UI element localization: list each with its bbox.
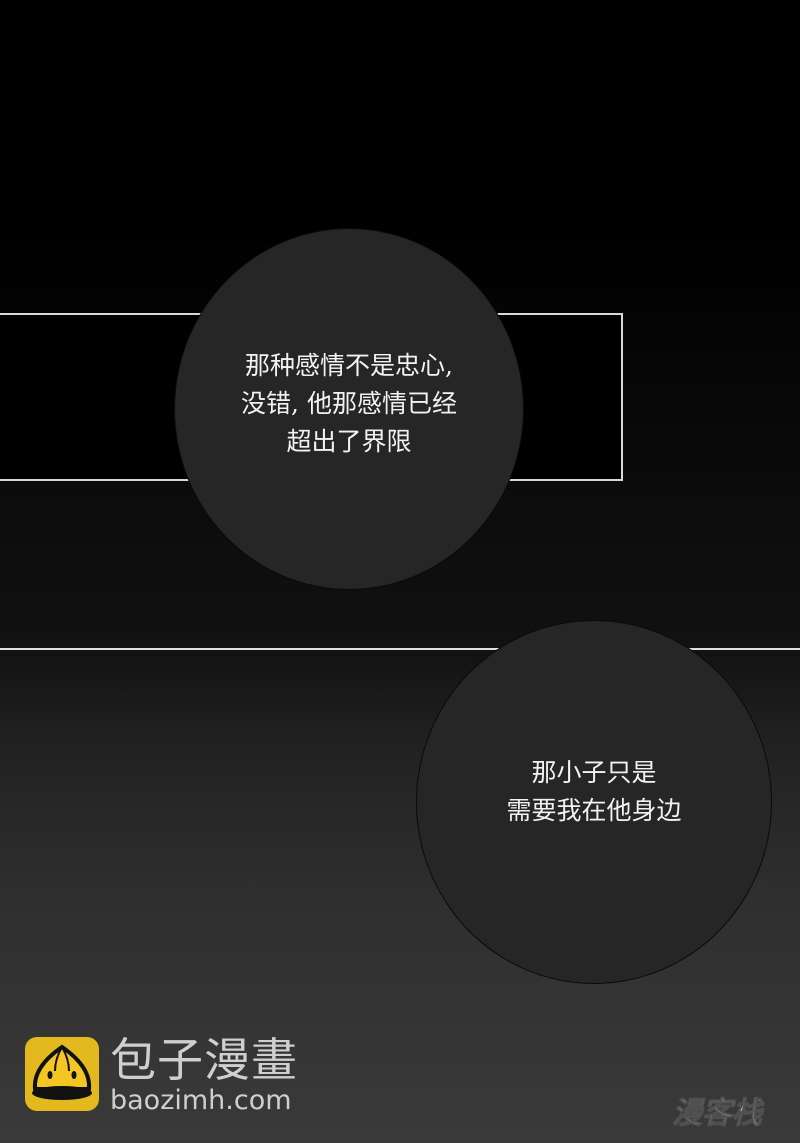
bubble-line: 超出了界限 [286, 427, 412, 456]
panel-divider [0, 648, 800, 650]
site-name: 包子漫畫 [110, 1033, 298, 1087]
site-brand: 包子漫畫 baozimh.com [110, 1032, 298, 1114]
bubble-line: 需要我在他身边 [506, 796, 682, 825]
site-url: baozimh.com [110, 1085, 292, 1116]
speech-bubble-1: 那种感情不是忠心, 没错, 他那感情已经 超出了界限 [174, 228, 524, 590]
bubble-line: 那小子只是 [531, 758, 657, 787]
baozi-logo-icon [25, 1037, 99, 1111]
publisher-watermark: 漫客栈 [672, 1096, 763, 1132]
bubble-line: 没错, 他那感情已经 [241, 389, 457, 418]
bubble-line: 那种感情不是忠心, [245, 351, 453, 380]
speech-bubble-2: 那小子只是 需要我在他身边 [416, 620, 772, 984]
